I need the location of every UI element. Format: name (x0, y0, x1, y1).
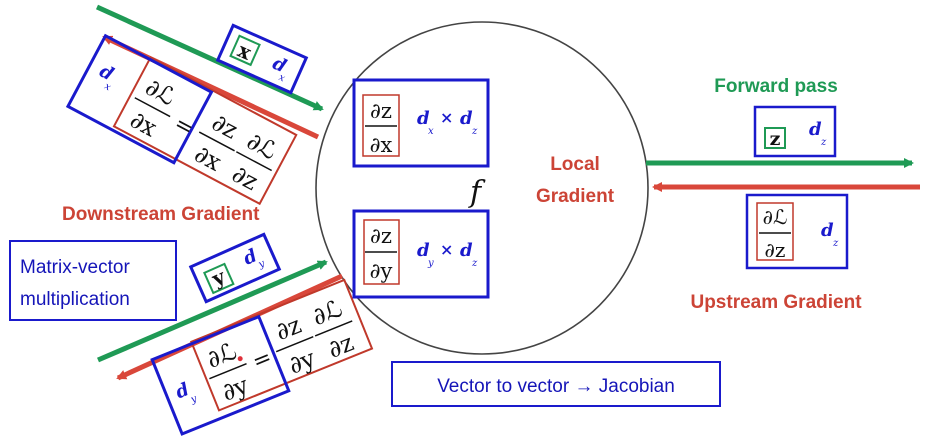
local-y-d2: d (460, 240, 473, 261)
local-gradient-label-line2: Gradient (536, 186, 615, 207)
upstream-num: ∂ℒ (763, 205, 788, 229)
local-gradient-y-box: ∂z ∂y d y × d z (352, 209, 490, 299)
local-x-d1-sub: x (428, 126, 434, 137)
downstream-x-dim-sub: x (102, 81, 112, 94)
matrix-vector-line1: Matrix-vector (20, 257, 130, 278)
local-y-d1-sub: y (427, 258, 434, 269)
output-z-dim-sub: z (820, 137, 827, 148)
local-y-d1: d (417, 240, 430, 261)
local-y-den: ∂y (370, 259, 393, 283)
local-x-den: ∂x (370, 133, 393, 157)
function-symbol: f (468, 175, 486, 210)
downstream-y-equation: d y ∂ℒ ∂y = ∂z ∂y ∂ℒ ∂z (150, 278, 374, 436)
output-z-var: z (770, 128, 781, 150)
jacobian-note-text: Vector to vector → Jacobian (437, 376, 675, 397)
downstream-y-r1-den: ∂y (285, 344, 320, 380)
downstream-y-dim-sub: y (188, 393, 199, 406)
downstream-y-r2-den: ∂z (324, 328, 358, 363)
downstream-x-lhs-den: ∂x (126, 105, 162, 142)
output-z-dim: d (809, 119, 822, 140)
downstream-y-lhs-den: ∂y (218, 371, 253, 407)
local-gradient-label-line1: Local (550, 154, 600, 175)
upstream-dim-sub: z (832, 238, 839, 249)
input-x-box: x d x (215, 23, 309, 95)
upstream-gradient-box: ∂ℒ ∂z d z (745, 193, 849, 270)
downstream-y-dim: d (173, 379, 193, 403)
output-z-box: z d z (753, 105, 837, 158)
local-gradient-x-box: ∂z ∂x d x × d z (352, 78, 490, 168)
input-y-box: y d y (188, 232, 282, 304)
local-y-num: ∂z (370, 224, 392, 248)
downstream-x-equation: d x ∂ℒ ∂x = ∂z ∂x ∂ℒ ∂z (65, 33, 298, 206)
input-x-dim-sub: x (277, 72, 287, 84)
input-y-dim-sub: y (256, 258, 267, 271)
downstream-x-r1-den: ∂x (190, 140, 226, 177)
downstream-x-lhs-num: ∂ℒ (141, 73, 180, 112)
forward-arrow-y (97, 259, 328, 363)
downstream-x-eq: = (170, 111, 198, 142)
downstream-y-r1-num: ∂z (272, 311, 306, 346)
matrix-vector-note: Matrix-vector multiplication (9, 240, 177, 321)
function-node-circle (315, 21, 649, 355)
upstream-dim: d (821, 220, 834, 241)
local-x-d2-sub: z (471, 126, 478, 137)
forward-pass-label: Forward pass (714, 76, 838, 97)
upstream-den: ∂z (765, 238, 786, 262)
downstream-x-r2-num: ∂ℒ (242, 127, 281, 166)
local-x-times: × (440, 108, 453, 127)
upstream-gradient-label: Upstream Gradient (690, 292, 862, 313)
local-y-d2-sub: z (471, 258, 478, 269)
downstream-gradient-label: Downstream Gradient (62, 204, 260, 225)
downstream-x-r2-den: ∂z (227, 160, 262, 196)
local-x-d2: d (460, 108, 473, 129)
matrix-vector-line2: multiplication (20, 289, 130, 310)
local-x-d1: d (417, 108, 430, 129)
local-x-num: ∂z (370, 99, 392, 123)
forward-arrow-x (95, 4, 324, 112)
local-y-times: × (440, 240, 453, 259)
jacobian-note: Vector to vector → Jacobian (391, 361, 721, 407)
